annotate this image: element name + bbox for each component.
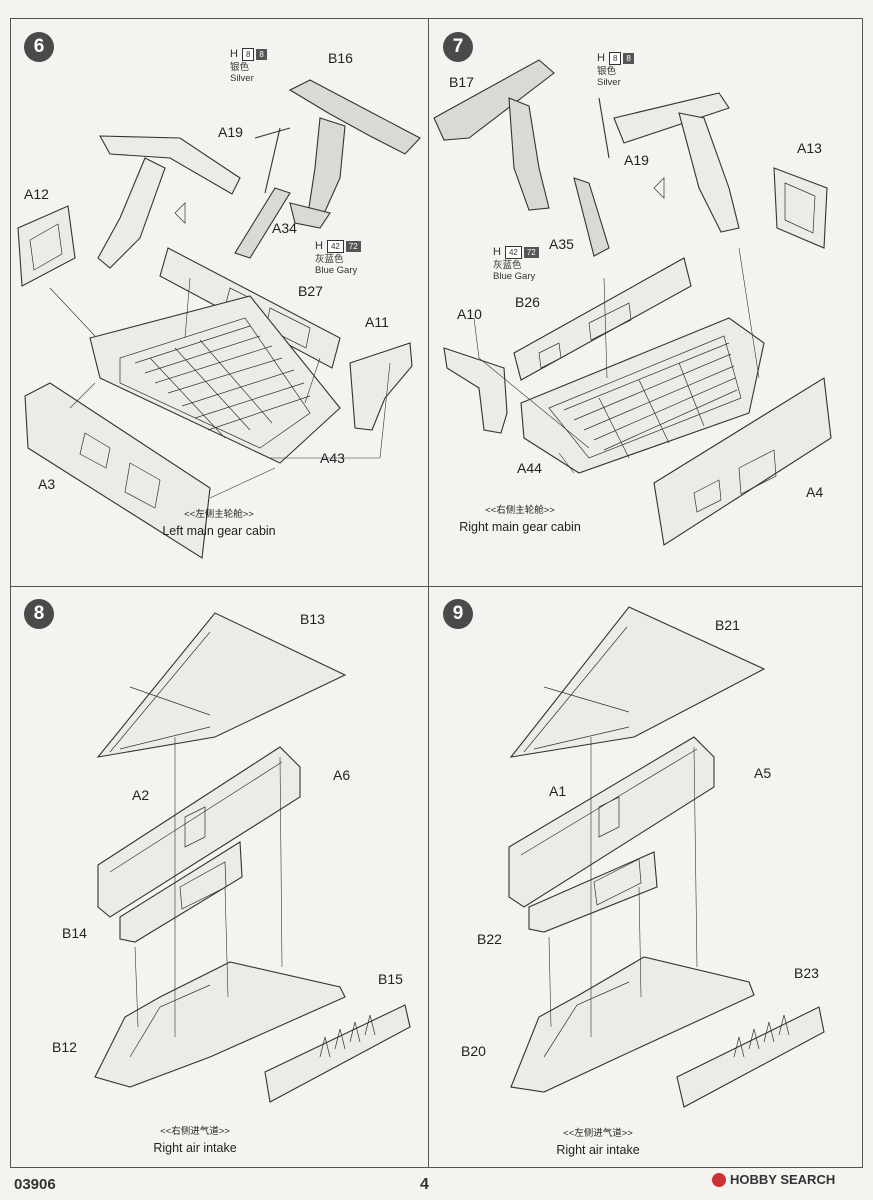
part-label-b23: B23 <box>794 965 819 981</box>
hobby-search-logo-icon <box>712 1172 726 1187</box>
part-label-a19: A19 <box>218 124 243 140</box>
part-label-a4: A4 <box>806 484 824 500</box>
part-label-b27: B27 <box>298 283 323 299</box>
page-number: 4 <box>420 1176 429 1193</box>
part-label-a34: A34 <box>272 220 297 236</box>
part-label-a6: A6 <box>333 767 351 783</box>
part-label-a12: A12 <box>24 186 49 202</box>
horizontal-divider <box>10 586 863 587</box>
vertical-divider <box>428 18 429 1168</box>
part-label-a19: A19 <box>624 152 649 168</box>
step-8-panel: 8 B13 A6 A2 B14 B15 B12 <<右侧进气道>> Right … <box>10 587 428 1168</box>
part-label-b16: B16 <box>328 50 353 66</box>
step-7-caption: <<右侧主轮舱>> Right main gear cabin <box>459 505 581 534</box>
part-label-b20: B20 <box>461 1043 486 1059</box>
part-label-b13: B13 <box>300 611 325 627</box>
watermark: HOBBY SEARCH <box>712 1172 835 1187</box>
part-label-a2: A2 <box>132 787 150 803</box>
part-label-a11: A11 <box>365 314 389 330</box>
part-label-a10: A10 <box>457 306 482 322</box>
part-label-a1: A1 <box>549 783 567 799</box>
step-6-caption: <<左侧主轮舱>> Left main gear cabin <box>162 509 276 538</box>
step-7-drawing <box>433 59 832 546</box>
step-9-caption: <<左侧进气道>> Right air intake <box>556 1128 640 1157</box>
part-label-a44: A44 <box>517 460 542 476</box>
part-label-b26: B26 <box>515 294 540 310</box>
part-label-a13: A13 <box>797 140 822 156</box>
product-code: 03906 <box>14 1176 56 1193</box>
step-number-badge: 7 <box>443 32 473 62</box>
step-8-drawing <box>94 612 411 1103</box>
part-label-b17: B17 <box>449 74 474 90</box>
step-9-drawing <box>508 606 825 1108</box>
step-6-drawing <box>17 79 421 559</box>
step-number-badge: 9 <box>443 599 473 629</box>
part-label-b22: B22 <box>477 931 502 947</box>
step-9-panel: 9 B21 A5 A1 B22 B23 B20 <<左侧进气道>> Right … <box>429 587 847 1168</box>
step-number-badge: 8 <box>24 599 54 629</box>
part-label-b21: B21 <box>715 617 740 633</box>
watermark-text: HOBBY SEARCH <box>730 1172 836 1187</box>
part-label-b12: B12 <box>52 1039 77 1055</box>
part-label-a5: A5 <box>754 765 772 781</box>
part-label-b14: B14 <box>62 925 87 941</box>
step-number-badge: 6 <box>24 32 54 62</box>
part-label-b15: B15 <box>378 971 403 987</box>
step-8-caption: <<右侧进气道>> Right air intake <box>153 1126 237 1155</box>
part-label-a3: A3 <box>38 476 56 492</box>
page-frame <box>10 18 863 1168</box>
part-label-a43: A43 <box>320 450 345 466</box>
part-label-a35: A35 <box>549 236 574 252</box>
